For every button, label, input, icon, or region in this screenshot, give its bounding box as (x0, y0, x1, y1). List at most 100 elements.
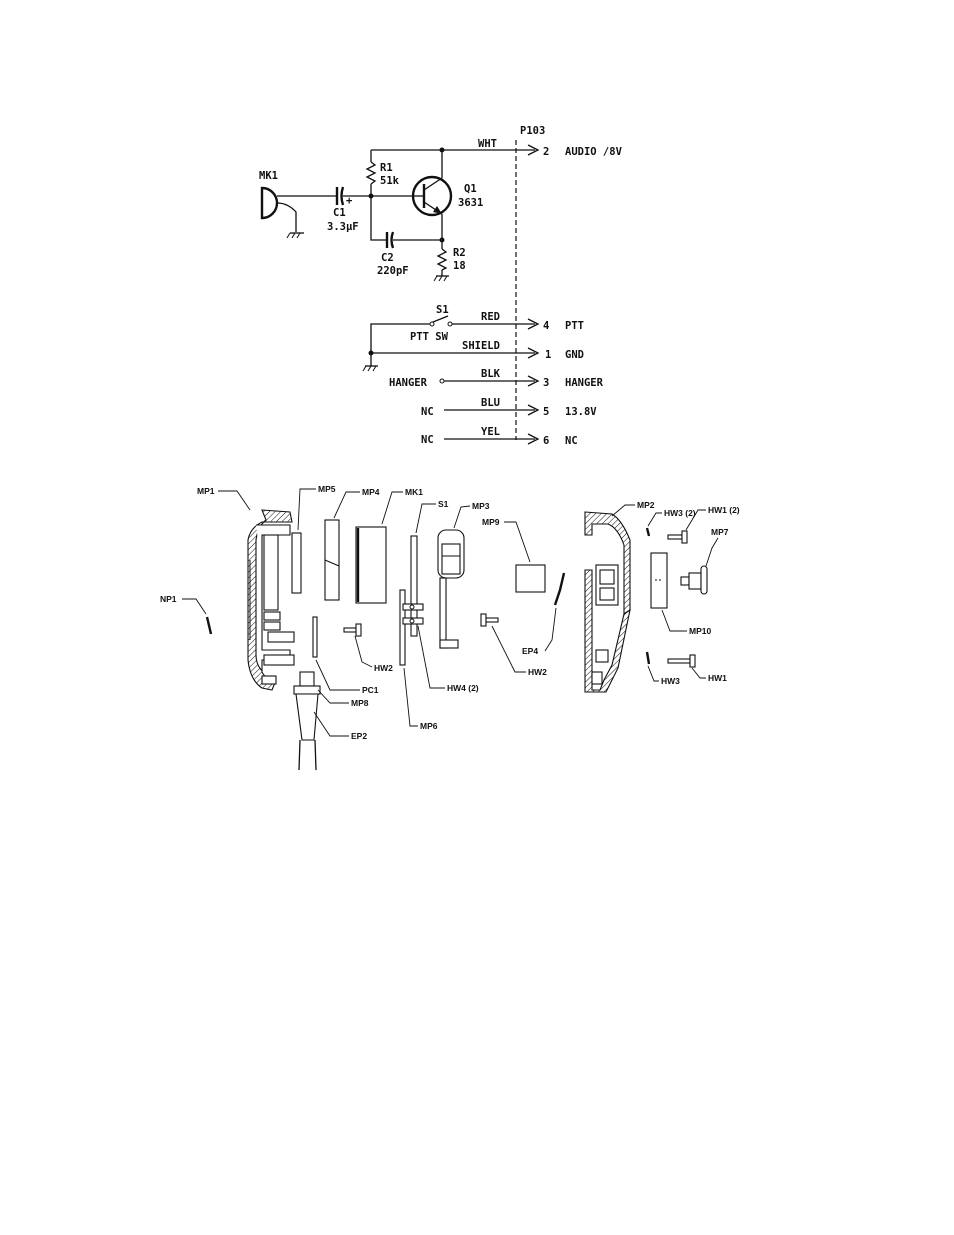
ground-symbol-mic (287, 233, 304, 238)
hw2-screw-right (481, 614, 498, 626)
schematic-diagram: P103 MK1 + C1 3.3µF R1 51k WHT 2 (259, 125, 623, 447)
leader-np1 (182, 599, 206, 614)
np1-part (207, 617, 211, 634)
signal-13v8: 13.8V (565, 406, 597, 418)
mp5-part (292, 533, 301, 593)
label-mp1: MP1 (197, 486, 215, 496)
q1-value: 3631 (458, 197, 483, 209)
c1-value: 3.3µF (327, 221, 359, 233)
leader-hw3-2 (648, 513, 662, 526)
leader-mp9 (504, 522, 530, 562)
pin-2: 2 (543, 146, 549, 158)
microphone-symbol (262, 188, 277, 218)
label-mp6: MP6 (420, 721, 438, 731)
label-mk1: MK1 (405, 487, 423, 497)
leader-mp3 (454, 506, 470, 528)
s1-contact-b (448, 322, 452, 326)
wire-color-blu: BLU (481, 397, 500, 409)
leader-mk1 (382, 492, 403, 524)
r2-value: 18 (453, 260, 466, 272)
signal-nc: NC (565, 435, 578, 447)
label-ep4: EP4 (522, 646, 538, 656)
leader-s1 (416, 504, 436, 533)
leader-mp8 (318, 690, 349, 703)
hw3-washer-top (647, 528, 649, 536)
mp1-front-housing (248, 510, 294, 690)
signal-audio: AUDIO /8V (565, 146, 623, 158)
label-mp10: MP10 (689, 626, 711, 636)
c2-plate-b (392, 232, 394, 248)
ep4-part (555, 573, 564, 605)
leader-mp1 (218, 491, 250, 510)
label-hw1-2: HW1 (2) (708, 505, 740, 515)
ground-symbol-r2 (434, 276, 449, 281)
label-s1: S1 (438, 499, 449, 509)
q1-collector-lead (424, 178, 442, 190)
label-hw2-a: HW2 (374, 663, 393, 673)
c1-plate-b (342, 187, 344, 205)
leader-mp5 (298, 489, 316, 530)
label-hw1: HW1 (708, 673, 727, 683)
pin-4: 4 (543, 320, 549, 332)
q1-ref: Q1 (464, 183, 477, 195)
label-mp9: MP9 (482, 517, 500, 527)
mp10-part (651, 553, 667, 608)
hw2-screw-left (344, 624, 361, 636)
pin-3: 3 (543, 377, 549, 389)
label-mp7: MP7 (711, 527, 729, 537)
signal-gnd: GND (565, 349, 584, 361)
q1-emitter-arrow (433, 206, 442, 214)
wire-color-shield: SHIELD (462, 340, 500, 352)
r1-ref: R1 (380, 162, 393, 174)
s1-ref: S1 (436, 304, 449, 316)
r1-value: 51k (380, 175, 400, 187)
leader-hw1 (692, 668, 706, 678)
leader-mp7 (706, 538, 718, 566)
label-pc1: PC1 (362, 685, 379, 695)
c2-value: 220pF (377, 265, 409, 277)
label-mp3: MP3 (472, 501, 490, 511)
signal-hanger: HANGER (565, 377, 604, 389)
leader-pc1 (316, 660, 360, 690)
mp9-part (516, 565, 545, 592)
pin-1: 1 (545, 349, 551, 361)
label-mp8: MP8 (351, 698, 369, 708)
leader-mp2 (612, 505, 635, 516)
nc-label-blu: NC (421, 406, 434, 418)
leader-hw3 (648, 666, 659, 681)
c1-ref: C1 (333, 207, 346, 219)
mp4-part (325, 520, 339, 600)
label-hw3: HW3 (661, 676, 680, 686)
leader-mp4 (334, 492, 360, 518)
c2-ref: C2 (381, 252, 394, 264)
signal-ptt: PTT (565, 320, 584, 332)
mic-ground-lead (277, 203, 296, 232)
hw3-washer-bottom (647, 652, 649, 664)
leader-hw2-b (492, 626, 526, 672)
label-mp5: MP5 (318, 484, 336, 494)
wire-color-yel: YEL (481, 426, 500, 438)
wire-color-blk: BLK (481, 368, 501, 380)
leader-ep2 (314, 712, 349, 736)
mp8-strain-relief (294, 672, 320, 694)
label-mp4: MP4 (362, 487, 380, 497)
hw1-screw-top (668, 531, 687, 543)
s1-name: PTT SW (410, 331, 449, 343)
s1-blade (433, 316, 448, 322)
mp2-rear-housing (585, 512, 630, 692)
mp3-part (438, 530, 464, 648)
nc-label-yel: NC (421, 434, 434, 446)
hanger-terminal (440, 379, 444, 383)
r1-resistor (367, 162, 375, 184)
pc1-part (313, 617, 317, 657)
connector-label: P103 (520, 125, 545, 137)
wire-color-wht: WHT (478, 138, 497, 150)
hanger-input: HANGER (389, 377, 428, 389)
exploded-view: MP1 MP5 MP4 MK1 S1 (160, 484, 740, 770)
leader-hw2-a (355, 636, 372, 667)
hw1-screw-bottom (668, 655, 695, 667)
r2-ref: R2 (453, 247, 466, 259)
leader-mp6 (404, 668, 418, 726)
s1-contact-a (430, 322, 434, 326)
